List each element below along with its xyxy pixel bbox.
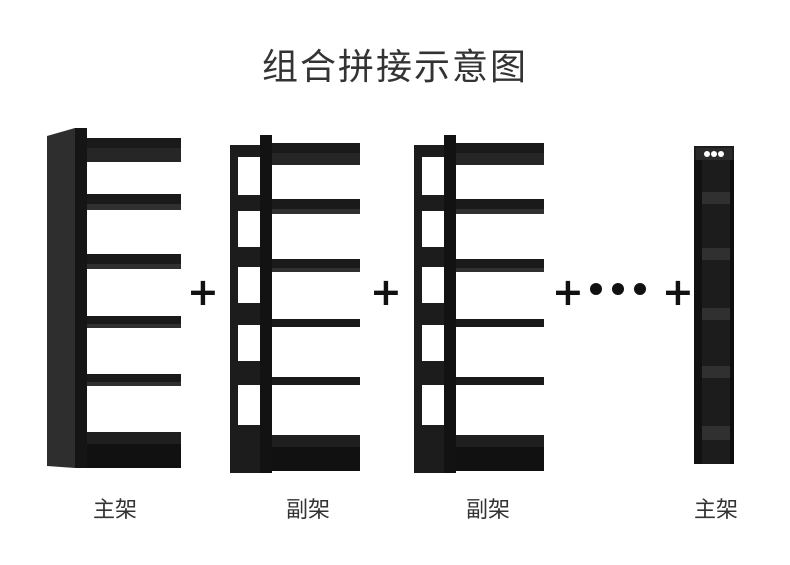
- dot-icon: [590, 283, 602, 295]
- label-sub-1: 副架: [285, 498, 330, 523]
- dot-icon: [634, 283, 646, 295]
- sub-shelf-2: [414, 135, 544, 473]
- label-main-left: 主架: [92, 498, 137, 523]
- page-title: 组合拼接示意图: [261, 47, 528, 88]
- dot-icon: [612, 283, 624, 295]
- label-main-right: 主架: [693, 498, 738, 523]
- plus-icon: +: [187, 270, 219, 314]
- label-sub-2: 副架: [465, 498, 510, 523]
- plus-icon: +: [662, 270, 694, 314]
- sub-shelf-1: [230, 135, 360, 473]
- main-shelf-right: [694, 146, 734, 464]
- plus-icon: +: [552, 270, 584, 314]
- plus-icon: +: [370, 270, 402, 314]
- main-shelf-left: [47, 128, 181, 468]
